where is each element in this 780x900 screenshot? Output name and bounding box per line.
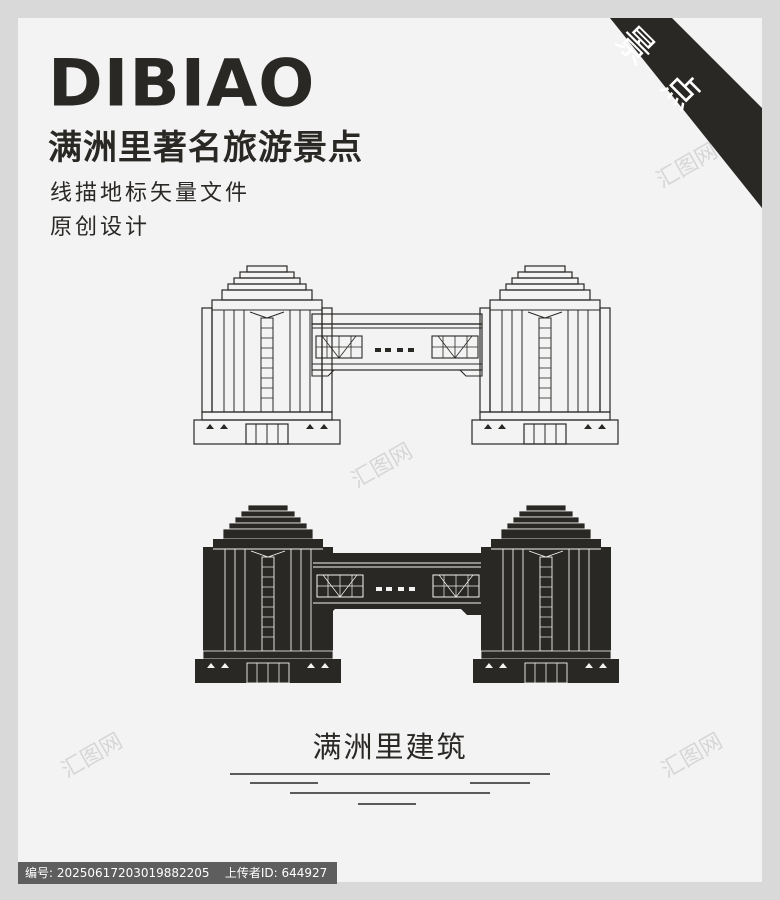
- footer-id-label: 编号:: [25, 866, 54, 880]
- brand-wordmark: DIBIAO: [48, 45, 316, 122]
- caption-underlines: [230, 773, 550, 805]
- landmark-illustrations: [193, 265, 620, 805]
- landmark-solid-drawing: [194, 504, 620, 684]
- footer-uploader-label: 上传者ID:: [224, 866, 278, 880]
- landmark-caption: 满洲里建筑: [312, 730, 468, 764]
- corner-ribbon: 景点: [562, 18, 762, 218]
- footer-bar: 编号: 20250617203019882205 上传者ID: 644927: [18, 862, 337, 884]
- landmark-line-drawing: [193, 265, 619, 445]
- subtitle-line-1: 线描地标矢量文件: [50, 181, 251, 206]
- subtitle-line-2: 原创设计: [50, 215, 151, 240]
- footer-id-value: 20250617203019882205: [56, 866, 210, 880]
- footer-uploader-value: 644927: [281, 866, 328, 880]
- poster-card: DIBIAO 满洲里著名旅游景点 线描地标矢量文件 原创设计 景点: [18, 18, 762, 882]
- poster-title: 满洲里著名旅游景点: [48, 128, 363, 168]
